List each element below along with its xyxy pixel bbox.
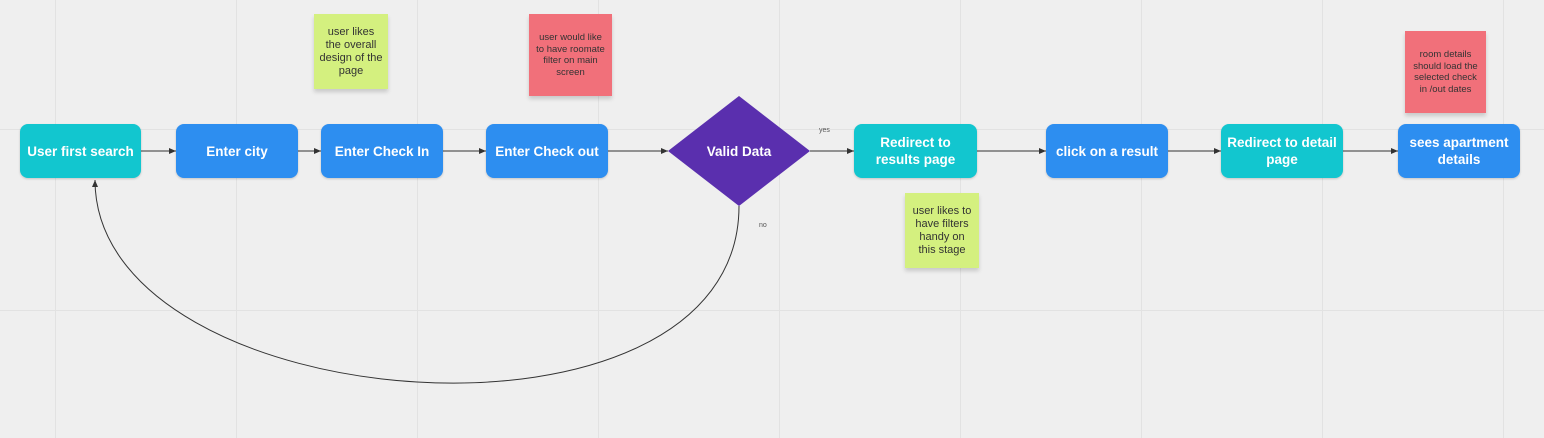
node-label: Enter city xyxy=(206,143,268,159)
node-valid-data-decision[interactable]: Valid Data xyxy=(668,96,810,206)
sticky-note-roomate-filter[interactable]: user would like to have roomate filter o… xyxy=(529,14,612,96)
node-label: Redirect to results page xyxy=(875,135,956,167)
node-label: sees apartment details xyxy=(1409,135,1509,167)
node-label: User first search xyxy=(27,143,134,159)
node-user-first-search[interactable]: User first search xyxy=(20,124,141,178)
edge-valid-no-to-search xyxy=(92,179,740,384)
node-label: Enter Check In xyxy=(334,143,430,159)
sticky-note-filters[interactable]: user likes to have filters handy on this… xyxy=(905,193,979,268)
decision-label: Valid Data xyxy=(706,143,772,159)
edge-label-no: no xyxy=(759,222,767,229)
node-redirect-detail-page[interactable]: Redirect to detail page xyxy=(1221,124,1343,178)
node-redirect-results-page[interactable]: Redirect to results page xyxy=(854,124,977,178)
sticky-note-design[interactable]: user likes the overall design of the pag… xyxy=(314,14,388,89)
edge-label-yes: yes xyxy=(819,127,830,134)
sticky-note-text: user likes the overall design of the pag… xyxy=(319,25,383,77)
sticky-note-room-details[interactable]: room details should load the selected ch… xyxy=(1405,31,1486,113)
node-sees-apartment-details[interactable]: sees apartment details xyxy=(1398,124,1520,178)
node-enter-check-in[interactable]: Enter Check In xyxy=(321,124,443,178)
node-label: Redirect to detail page xyxy=(1227,135,1337,167)
node-label: click on a result xyxy=(1055,143,1159,159)
sticky-note-text: user likes to have filters handy on this… xyxy=(912,204,972,256)
diamond-shape xyxy=(668,96,810,206)
node-label: Enter Check out xyxy=(495,143,599,159)
node-enter-check-out[interactable]: Enter Check out xyxy=(486,124,608,178)
node-click-on-result[interactable]: click on a result xyxy=(1046,124,1168,178)
node-enter-city[interactable]: Enter city xyxy=(176,124,298,178)
sticky-note-text: room details should load the selected ch… xyxy=(1413,49,1478,95)
sticky-note-text: user would like to have roomate filter o… xyxy=(536,32,605,78)
